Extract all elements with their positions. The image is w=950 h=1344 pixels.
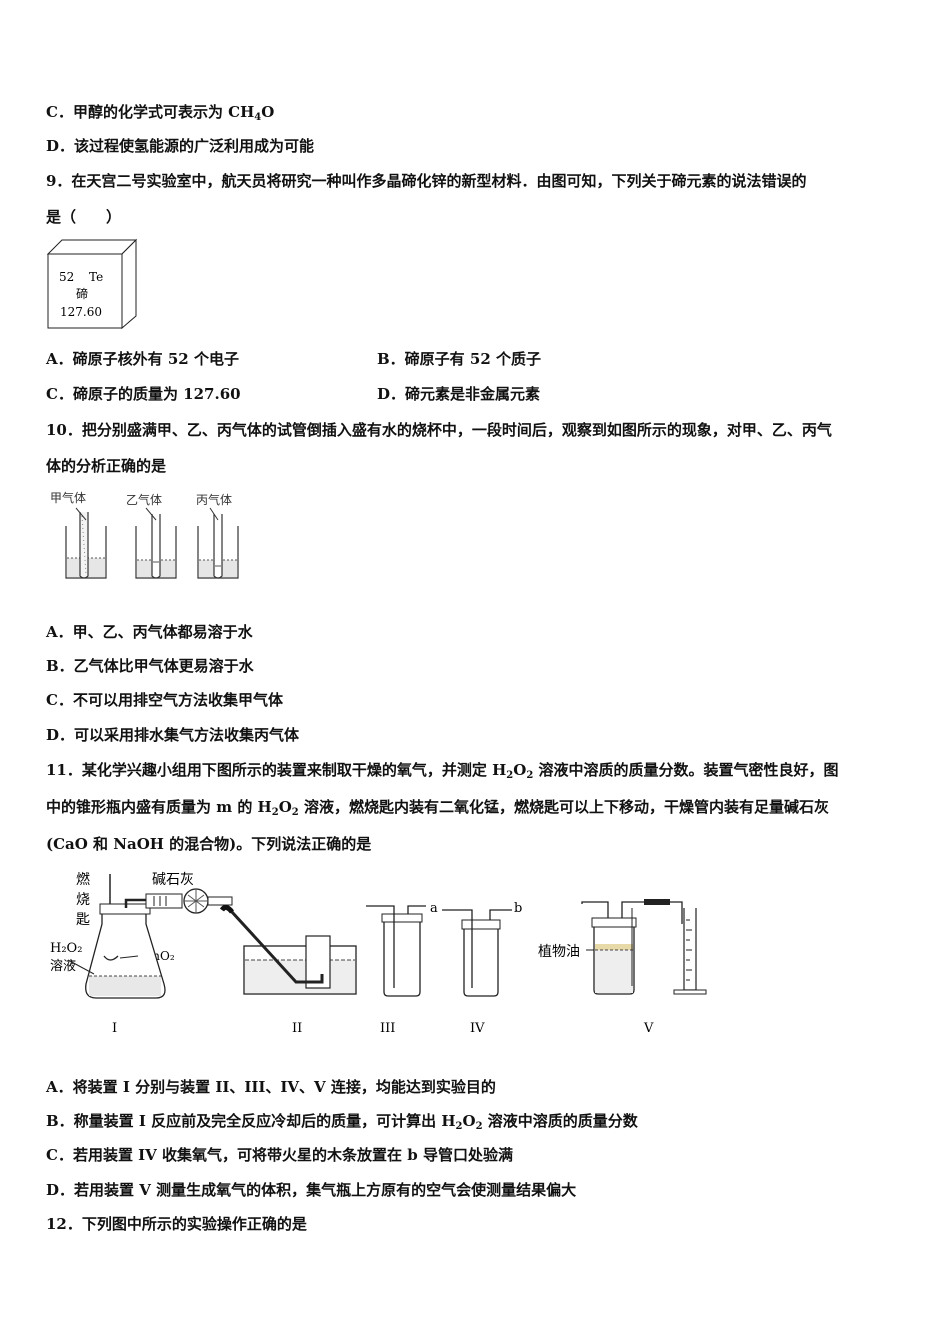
q11-option-c: C．若用装置 IV 收集氧气，可将带火星的木条放置在 b 导管口处验满 bbox=[46, 1146, 513, 1164]
oxygen-apparatus-figure: 燃 烧 匙 H₂O₂ 溶液 碱石灰 MnO₂ bbox=[46, 864, 726, 1044]
q10-option-b: B．乙气体比甲气体更易溶于水 bbox=[46, 657, 254, 675]
q9-stem-line1: 9．在天宫二号实验室中，航天员将研究一种叫作多晶碲化锌的新型材料．由图可知，下列… bbox=[46, 172, 807, 190]
svg-text:碱石灰: 碱石灰 bbox=[152, 872, 194, 888]
label-gas-jia: 甲气体 bbox=[50, 490, 86, 505]
q9-stem-line2: 是（ ） bbox=[46, 208, 122, 226]
svg-text:植物油: 植物油 bbox=[538, 944, 580, 960]
element-atomic-number: 52 bbox=[59, 270, 74, 284]
svg-text:溶液: 溶液 bbox=[50, 959, 76, 974]
element-symbol: Te bbox=[89, 270, 103, 284]
q8-option-c: C．甲醇的化学式可表示为 CH4O bbox=[46, 103, 275, 123]
svg-text:烧: 烧 bbox=[76, 892, 90, 908]
svg-text:匙: 匙 bbox=[76, 912, 90, 928]
q10-stem-line2: 体的分析正确的是 bbox=[46, 457, 167, 475]
label-III: III bbox=[380, 1021, 395, 1036]
element-mass: 127.60 bbox=[60, 305, 102, 319]
q9-option-c: C．碲原子的质量为 127.60 bbox=[46, 385, 241, 403]
apparatus-3 bbox=[366, 905, 426, 997]
q11-option-b: B．称量装置 I 反应前及完全反应冷却后的质量，可计算出 H2O2 溶液中溶质的… bbox=[46, 1112, 638, 1132]
q10-option-d: D．可以采用排水集气方法收集丙气体 bbox=[46, 726, 300, 744]
svg-text:H₂O₂: H₂O₂ bbox=[50, 941, 82, 956]
q9-option-d: D．碲元素是非金属元素 bbox=[377, 385, 541, 403]
apparatus-1: 燃 烧 匙 H₂O₂ 溶液 碱石灰 MnO₂ bbox=[50, 871, 233, 999]
q8-option-d: D．该过程使氢能源的广泛利用成为可能 bbox=[46, 137, 315, 155]
apparatus-2 bbox=[219, 904, 357, 995]
apparatus-5: 植物油 bbox=[538, 899, 707, 995]
q10-option-a: A．甲、乙、丙气体都易溶于水 bbox=[46, 623, 253, 641]
q12-stem: 12．下列图中所示的实验操作正确的是 bbox=[46, 1215, 307, 1233]
q9-option-a: A．碲原子核外有 52 个电子 bbox=[46, 350, 239, 368]
label-I: I bbox=[112, 1021, 117, 1036]
gas-solubility-figure: 甲气体 乙气体 丙气体 bbox=[46, 486, 246, 586]
q11-stem-line3: (CaO 和 NaOH 的混合物)。下列说法正确的是 bbox=[46, 835, 372, 853]
q11-stem-line2: 中的锥形瓶内盛有质量为 m 的 H2O2 溶液，燃烧匙内装有二氧化锰，燃烧匙可以… bbox=[46, 798, 829, 818]
svg-text:b: b bbox=[514, 901, 522, 916]
label-gas-bing: 丙气体 bbox=[196, 492, 232, 507]
element-name: 碲 bbox=[76, 286, 88, 301]
label-V: V bbox=[643, 1021, 654, 1036]
q11-option-d: D．若用装置 V 测量生成氧气的体积，集气瓶上方原有的空气会使测量结果偏大 bbox=[46, 1181, 577, 1199]
q11-stem-line1: 11．某化学兴趣小组用下图所示的装置来制取干燥的氧气，并测定 H2O2 溶液中溶… bbox=[46, 761, 839, 781]
element-card-tellurium: 52 Te 碲 127.60 bbox=[46, 238, 138, 330]
svg-text:a: a bbox=[430, 901, 438, 916]
label-gas-yi: 乙气体 bbox=[126, 492, 162, 507]
q9-option-b: B．碲原子有 52 个质子 bbox=[377, 350, 541, 368]
q10-option-c: C．不可以用排空气方法收集甲气体 bbox=[46, 691, 283, 709]
label-II: II bbox=[292, 1021, 302, 1036]
svg-text:燃: 燃 bbox=[76, 871, 90, 888]
label-IV: IV bbox=[470, 1021, 485, 1036]
q11-option-a: A．将装置 I 分别与装置 II、III、IV、V 连接，均能达到实验目的 bbox=[46, 1078, 496, 1096]
q10-stem-line1: 10．把分别盛满甲、乙、丙气体的试管倒插入盛有水的烧杯中，一段时间后，观察到如图… bbox=[46, 421, 832, 439]
apparatus-4: a b bbox=[430, 901, 522, 997]
